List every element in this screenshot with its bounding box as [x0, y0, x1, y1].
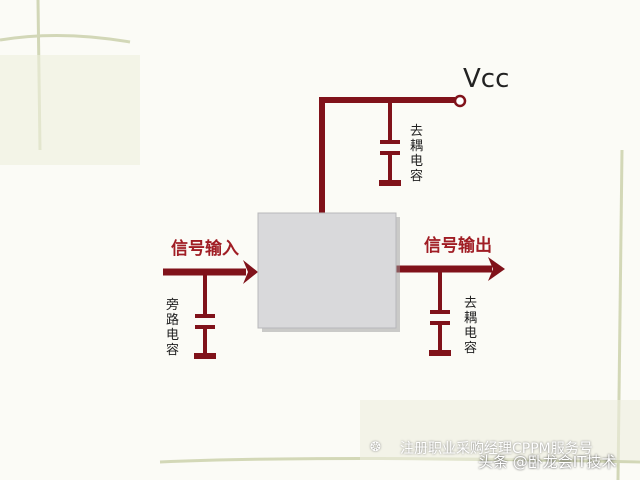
capacitor-plate: [195, 314, 215, 318]
decoupling-cap-output-label: 去耦电容: [464, 296, 478, 356]
capacitor-plate: [430, 321, 450, 325]
vcc-label: Vcc: [463, 64, 510, 94]
watermark-primary: 注册职业采购经理CPPM服务号: [400, 441, 593, 457]
decoupling-cap-supply-label: 去耦电容: [410, 124, 424, 184]
watermark-logo-icon: ❂: [370, 440, 381, 455]
vine-leaves: [0, 55, 140, 165]
capacitor-plate: [195, 325, 215, 329]
amplifier-block: [257, 212, 397, 329]
input-label: 信号输入: [171, 239, 239, 259]
ground-symbol: [429, 350, 451, 356]
capacitor-plate: [380, 151, 400, 155]
bypass-cap-label: 旁路电容: [166, 298, 180, 358]
watermark-secondary: 头条 @卧龙会IT技术: [478, 453, 617, 471]
capacitor-plate: [430, 310, 450, 314]
supply-wire: [319, 97, 455, 213]
output-label: 信号输出: [424, 236, 492, 256]
vcc-terminal: [453, 94, 467, 108]
ground-symbol: [194, 353, 216, 359]
capacitor-plate: [380, 140, 400, 144]
output-arrow-head: [488, 257, 505, 281]
vine-leaves: [360, 400, 640, 460]
input-arrow-head: [243, 260, 258, 284]
ground-symbol: [379, 180, 401, 186]
